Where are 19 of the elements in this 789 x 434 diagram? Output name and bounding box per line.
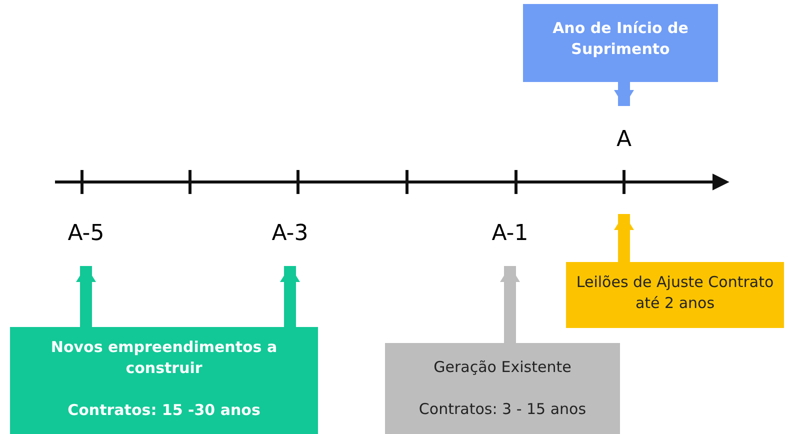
arrow <box>280 266 300 327</box>
start-year-box <box>523 4 718 82</box>
box-heading: Leilões de Ajuste Contrato até 2 anos <box>575 272 775 314</box>
tick-label: A <box>609 122 639 156</box>
box-text: Contratos: 15 -30 anos <box>68 400 260 421</box>
box-heading: Ano de Início de Suprimento <box>552 18 690 60</box>
existing-generation-box <box>385 343 620 434</box>
box-text: Contratos: 3 - 15 anos <box>418 399 586 420</box>
adjustment-auction-box <box>566 262 784 328</box>
arrow <box>500 266 520 343</box>
tick-label: A-1 <box>479 216 541 250</box>
box-heading: Novos empreendimentos a construir <box>50 337 278 379</box>
tick-label: A-5 <box>55 216 117 250</box>
box-heading: Geração Existente <box>434 357 572 378</box>
tick-label: A-3 <box>259 216 321 250</box>
arrow <box>614 214 634 262</box>
new-projects-box <box>10 327 318 434</box>
arrow <box>614 82 634 106</box>
arrow <box>76 266 96 327</box>
